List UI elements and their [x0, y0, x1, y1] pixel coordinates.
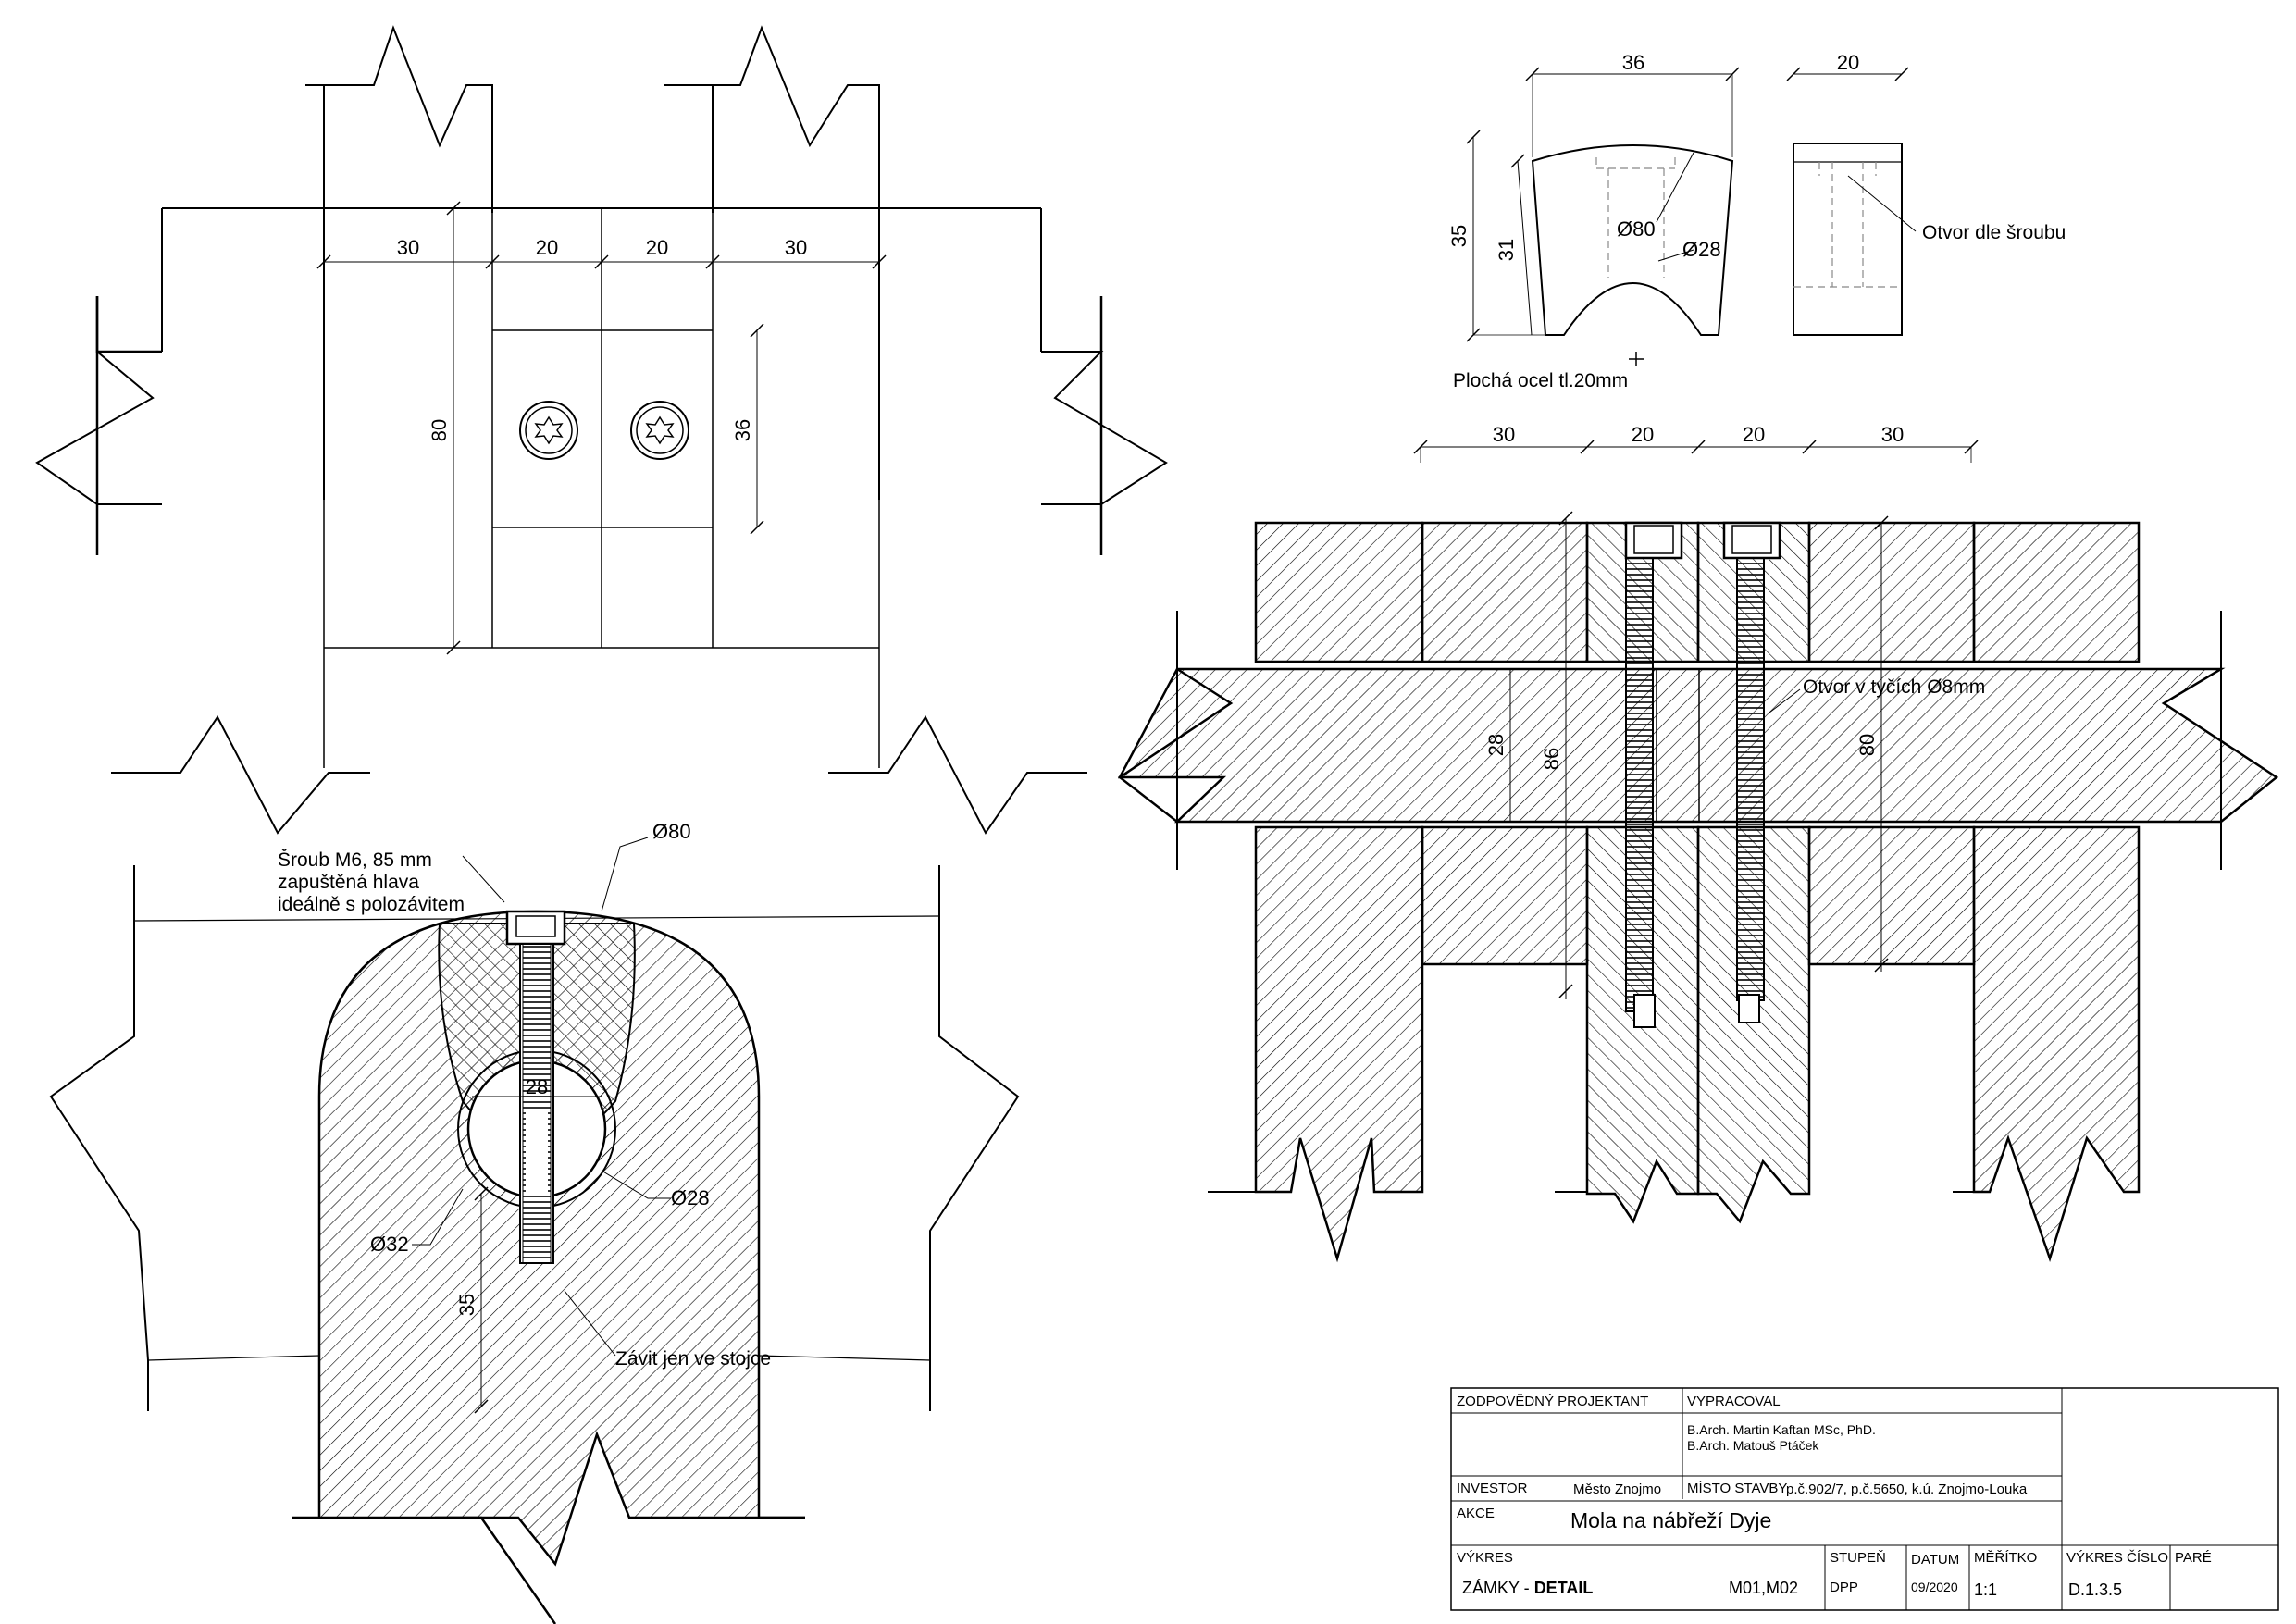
tb-misto-value: p.č.902/7, p.č.5650, k.ú. Znojmo-Louka [1786, 1481, 2028, 1497]
round-note-bolt-2: zapuštěná hlava [278, 872, 419, 893]
tb-datum-value: 09/2020 [1911, 1580, 1958, 1594]
torx-bolt-head-icon [519, 401, 578, 460]
section-bolt-left [1624, 521, 1683, 1028]
torx-bolt-head-icon [630, 401, 689, 460]
tb-pare-label: PARÉ [2175, 1550, 2212, 1566]
tb-author-2: B.Arch. Matouš Ptáček [1687, 1438, 1819, 1453]
tb-vypracoval-label: VYPRACOVAL [1687, 1394, 1781, 1409]
round-section-view: 28 35 Ø28 Ø32 Ø80 Šroub M6, 85 mm zapušt… [49, 820, 1020, 1624]
clamp-label-d28: Ø28 [1682, 238, 1721, 261]
plan-dim-30-right: 30 [785, 236, 807, 259]
plan-dim-20-a: 20 [536, 236, 558, 259]
tb-vykres-label: VÝKRES [1457, 1550, 1513, 1566]
round-body-outline [317, 910, 805, 1567]
tb-zodpovedny-label: ZODPOVĚDNÝ PROJEKTANT [1457, 1394, 1648, 1409]
round-label-d32: Ø32 [370, 1233, 409, 1256]
tb-cislo-value: D.1.3.5 [2068, 1581, 2122, 1599]
plan-dim-30-left: 30 [397, 236, 419, 259]
section-view: 30 20 20 30 [1117, 423, 2279, 1263]
round-dim-35: 35 [455, 1294, 478, 1316]
post-outline-left-upper [323, 25, 493, 500]
clamp-dim-20: 20 [1837, 51, 1859, 74]
tb-investor-label: INVESTOR [1457, 1481, 1528, 1496]
clamp-dim-35: 35 [1447, 225, 1471, 247]
clamp-front-outline [1531, 144, 1734, 336]
section-bolt-right [1722, 521, 1781, 1023]
round-dim-28: 28 [526, 1075, 548, 1098]
round-label-d80: Ø80 [652, 820, 691, 843]
tb-vykres-code: M01,M02 [1729, 1579, 1798, 1597]
round-label-d28: Ø28 [671, 1186, 710, 1209]
tb-akce-label: AKCE [1457, 1506, 1495, 1521]
tb-cislo-label: VÝKRES ČÍSLO [2066, 1550, 2168, 1566]
round-note-thread: Závit jen ve stojce [615, 1348, 771, 1370]
tb-stupen-label: STUPEŇ [1830, 1550, 1886, 1566]
tb-stupen-value: DPP [1830, 1580, 1858, 1595]
section-note-hole: Otvor v tyčích Ø8mm [1803, 676, 1985, 698]
section-dim-20-b: 20 [1743, 423, 1765, 446]
clamp-side-outline [1793, 143, 1903, 336]
section-dim-20-a: 20 [1632, 423, 1654, 446]
clamp-dim-31: 31 [1495, 239, 1518, 261]
round-note-bolt-3: ideálně s polozávitem [278, 894, 465, 915]
title-block: ZODPOVĚDNÝ PROJEKTANT VYPRACOVAL B.Arch.… [1450, 1387, 2279, 1611]
tb-investor-value: Město Znojmo [1573, 1481, 1661, 1497]
clamp-dim-36: 36 [1622, 51, 1644, 74]
section-dim-80: 80 [1855, 734, 1879, 756]
tb-vykres-value: ZÁMKY - DETAIL [1462, 1579, 1593, 1597]
section-dim-30-right: 30 [1881, 423, 1904, 446]
section-dim-30-left: 30 [1493, 423, 1515, 446]
section-main-bar [1117, 667, 2279, 824]
tb-author-1: B.Arch. Martin Kaftan MSc, PhD. [1687, 1422, 1876, 1437]
plan-dim-20-b: 20 [646, 236, 668, 259]
clamp-note-material: Plochá ocel tl.20mm [1453, 370, 1628, 391]
clamp-label-d80: Ø80 [1617, 217, 1656, 241]
round-note-bolt-1: Šroub M6, 85 mm [278, 849, 432, 871]
tb-datum-label: DATUM [1911, 1552, 1959, 1568]
clamp-note-hole: Otvor dle šroubu [1922, 222, 2066, 243]
tb-misto-label: MÍSTO STAVBY [1687, 1481, 1787, 1496]
tb-meritko-label: MĚŘÍTKO [1974, 1550, 2037, 1566]
tb-meritko-value: 1:1 [1974, 1581, 1997, 1599]
plan-dim-36: 36 [731, 419, 754, 441]
plan-view: 30 20 20 30 80 36 [35, 25, 1168, 835]
clamp-detail: 36 20 35 31 Ø80 Ø28 Otvor dle šroubu Plo… [1447, 51, 2066, 391]
section-dim-28: 28 [1484, 734, 1508, 756]
plan-dim-80: 80 [428, 419, 451, 441]
section-dim-86: 86 [1540, 748, 1563, 770]
tb-akce-value: Mola na nábřeží Dyje [1570, 1508, 1771, 1532]
